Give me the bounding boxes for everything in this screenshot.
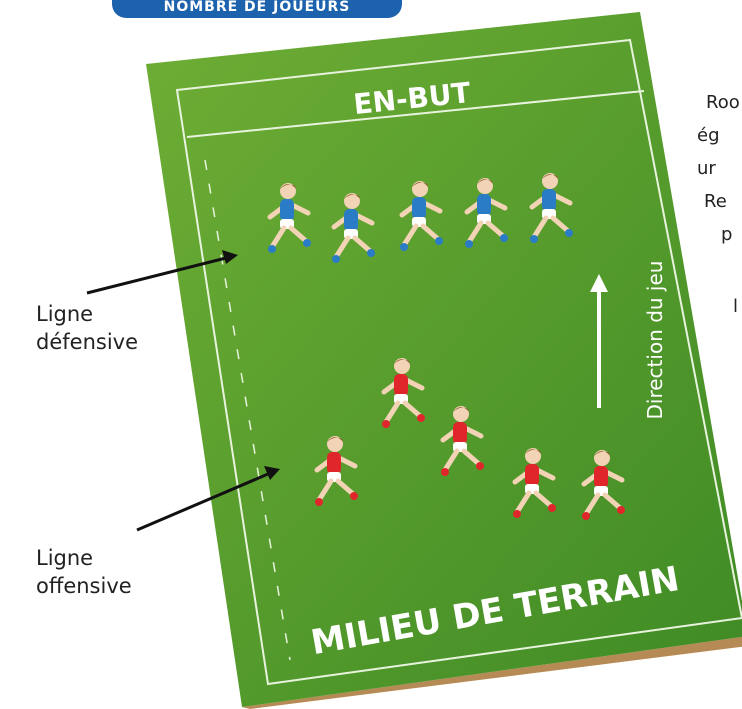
right-text-5: p	[721, 224, 733, 245]
offensive-player-2	[381, 358, 425, 428]
endzone-line	[186, 90, 645, 138]
defensive-arrow	[86, 250, 238, 295]
defensive-player-4	[464, 178, 508, 248]
offensive-arrow	[136, 466, 280, 532]
field-board-side	[242, 636, 742, 709]
offensive-player-4	[512, 448, 556, 518]
offensive-line-label-line2: offensive	[36, 574, 132, 598]
defensive-player-3	[399, 181, 443, 251]
right-text-6: l	[733, 296, 739, 317]
offensive-players	[314, 358, 625, 520]
defensive-line-label-line2: défensive	[36, 330, 138, 354]
defensive-player-2	[331, 193, 375, 263]
defensive-player-1	[267, 183, 311, 253]
top-banner: NOMBRE DE JOUEURS	[112, 0, 402, 18]
direction-arrow	[590, 274, 608, 408]
defensive-player-5	[529, 173, 573, 243]
offensive-player-1	[314, 436, 358, 506]
direction-label: Direction du jeu	[643, 261, 667, 420]
field-surface	[146, 12, 742, 707]
right-text-2: ég	[697, 125, 720, 146]
right-text-3: ur	[697, 158, 716, 179]
right-text-4: Re	[704, 191, 727, 212]
right-text-1: Roo	[706, 92, 740, 113]
defensive-players	[267, 173, 573, 263]
offensive-line-label-line1: Ligne	[36, 546, 94, 570]
offensive-player-5	[581, 450, 625, 520]
offensive-line-label: Ligne offensive	[36, 544, 132, 600]
defensive-line-label: Ligne défensive	[36, 300, 138, 356]
defensive-line-label-line1: Ligne	[36, 302, 94, 326]
offensive-player-3	[440, 406, 484, 476]
